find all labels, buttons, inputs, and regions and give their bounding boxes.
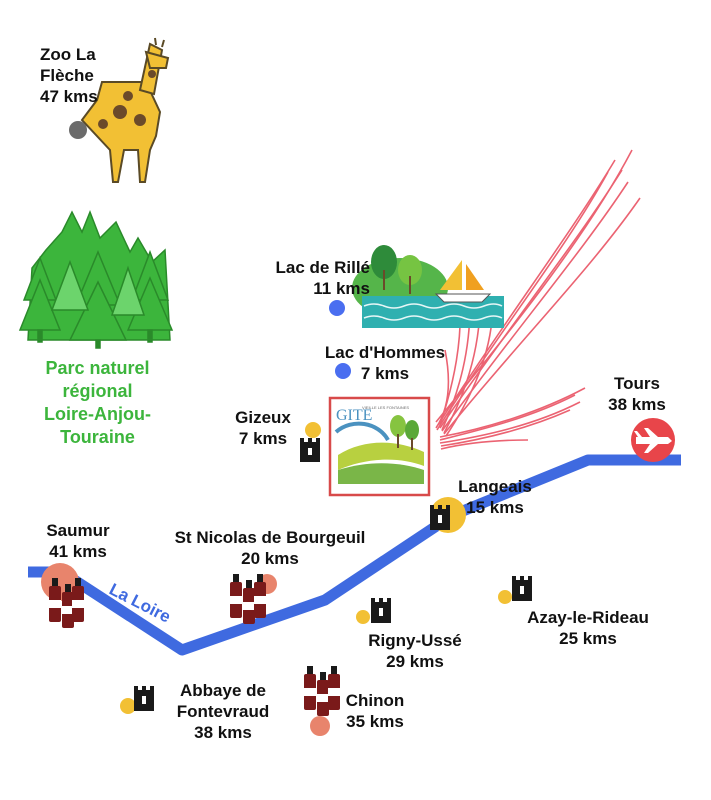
fontevraud-label: Abbaye de Fontevraud 38 kms [176, 681, 270, 742]
gizeux-label: Gizeux 7 kms [235, 408, 291, 448]
parc-label: Parc naturel régional Loire-Anjou- Toura… [44, 358, 151, 447]
castle-icon-gizeux [300, 422, 321, 462]
lake-dot-icon [335, 363, 351, 379]
wine-bottles-icon-chinon [304, 666, 340, 736]
castle-icon-azay [498, 576, 532, 604]
zoo-label: Zoo La Flèche 47 kms [40, 45, 98, 106]
langeais-label: Langeais 15 kms [458, 477, 532, 517]
lake-sailboat-icon [352, 245, 504, 328]
tours-label: Tours 38 kms [608, 374, 666, 414]
azay-label: Azay-le-Rideau 25 kms [527, 608, 649, 648]
airplane-icon [631, 418, 675, 462]
gite-logo [328, 396, 431, 497]
gite-subtitle: VIEILLE LES FONTAINES [362, 405, 409, 410]
st-nicolas-label: St Nicolas de Bourgeuil 20 kms [174, 528, 366, 568]
rigny-label: Rigny-Ussé 29 kms [368, 631, 462, 671]
lac-hommes-label: Lac d'Hommes 7 kms [324, 343, 446, 383]
giraffe-icon [69, 37, 170, 183]
gite-sign: GITE [336, 407, 372, 424]
wine-bottles-icon-saumur [41, 563, 84, 628]
forest-icon [18, 209, 174, 349]
castle-icon-rigny [356, 598, 391, 624]
castle-icon-langeais [430, 497, 466, 533]
castle-icon-fontevraud [120, 686, 154, 714]
lac-rille-label: Lac de Rillé 11 kms [275, 258, 370, 298]
chinon-label: Chinon 35 kms [345, 691, 405, 731]
lac-rille-dot [329, 300, 345, 316]
wine-bottles-icon-st-nicolas [230, 574, 277, 624]
saumur-label: Saumur 41 kms [46, 521, 110, 561]
